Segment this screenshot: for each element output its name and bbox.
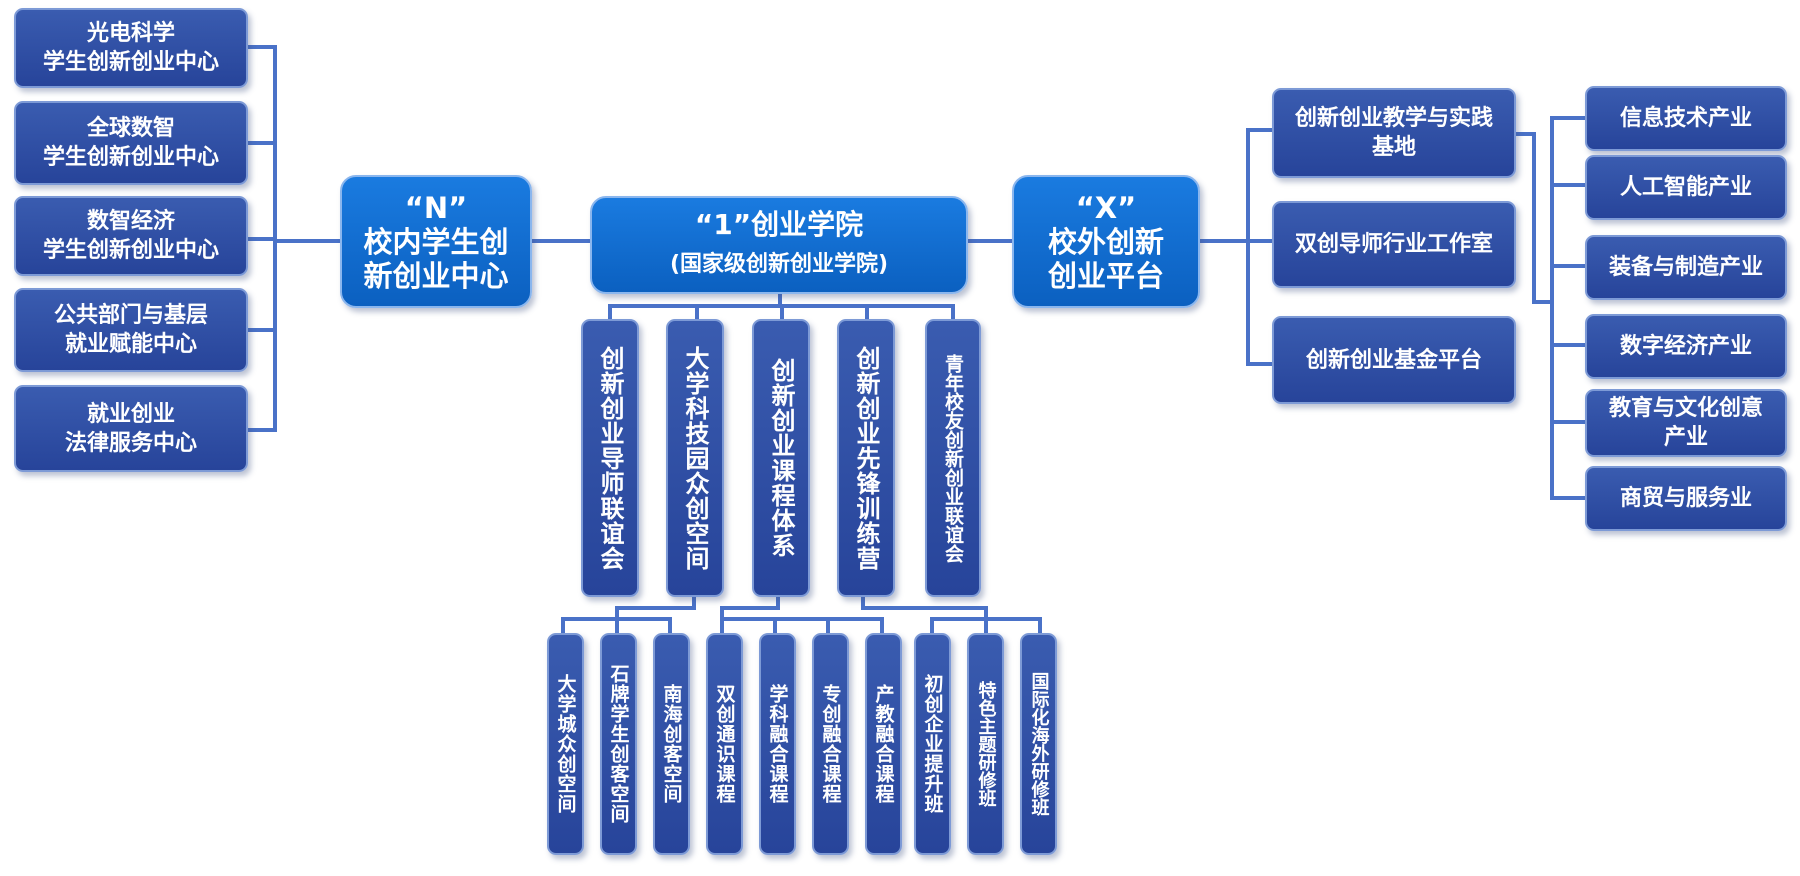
node-n-line3: 新创业中心 xyxy=(363,258,509,293)
industry-ai: 人工智能产业 xyxy=(1585,155,1787,220)
node-x-platform: “X”校外创新创业平台 xyxy=(1012,175,1200,308)
left-item-public-sector: 公共部门与基层就业赋能中心 xyxy=(14,288,248,372)
sub-item-general-course: 双创通识课程 xyxy=(706,633,743,855)
industry-manufacturing: 装备与制造产业 xyxy=(1585,235,1787,300)
node-x-line3: 创业平台 xyxy=(1047,258,1164,293)
sub-item-label: 南海创客空间 xyxy=(660,684,683,804)
sub-item-startup-class: 初创企业提升班 xyxy=(914,633,951,855)
sub-item-university-town-space: 大学城众创空间 xyxy=(547,633,584,855)
platform-line2: 基地 xyxy=(1371,135,1416,160)
left-item-line2: 学生创新创业中心 xyxy=(42,145,219,170)
platform-line1: 双创导师行业工作室 xyxy=(1294,232,1493,257)
platform-line1: 创新创业基金平台 xyxy=(1305,347,1482,373)
platform-teaching-practice-base: 创新创业教学与实践基地 xyxy=(1272,88,1516,178)
sub-item-specialty-course: 专创融合课程 xyxy=(812,633,849,855)
pillar-course-system: 创新创业课程体系 xyxy=(752,319,810,597)
industry-education-culture: 教育与文化创意产业 xyxy=(1585,389,1787,457)
industry-line1: 数字经济产业 xyxy=(1619,334,1752,359)
sub-item-theme-seminar: 特色主题研修班 xyxy=(967,633,1004,855)
node-x-line1: “X” xyxy=(1075,190,1137,225)
left-item-line2: 法律服务中心 xyxy=(64,430,197,456)
left-item-line2: 学生创新创业中心 xyxy=(42,238,219,263)
platform-line1: 创新创业教学与实践 xyxy=(1294,106,1493,131)
platform-mentor-studio: 双创导师行业工作室 xyxy=(1272,201,1516,288)
node-x-line2: 校外创新 xyxy=(1047,224,1164,259)
pillar-alumni-association: 青年校友创新创业联谊会 xyxy=(925,319,981,597)
industry-line1: 人工智能产业 xyxy=(1619,175,1752,200)
left-item-legal-service: 就业创业法律服务中心 xyxy=(14,385,248,472)
sub-item-label: 学科融合课程 xyxy=(766,684,789,804)
industry-line2: 产业 xyxy=(1663,425,1708,450)
node-n-line2: 校内学生创 xyxy=(363,224,509,259)
left-item-line1: 公共部门与基层 xyxy=(53,303,208,328)
left-item-line1: 就业创业 xyxy=(86,401,175,427)
node-1-academy: “1”创业学院 (国家级创新创业学院) xyxy=(590,196,968,294)
left-item-optoelectronic: 光电科学学生创新创业中心 xyxy=(14,8,248,88)
sub-item-overseas-seminar: 国际化海外研修班 xyxy=(1020,633,1057,855)
sub-item-label: 石牌学生创客空间 xyxy=(607,664,630,824)
sub-item-label: 产教融合课程 xyxy=(872,684,895,804)
left-item-line1: 数智经济 xyxy=(86,209,175,234)
pillar-science-park: 大学科技园众创空间 xyxy=(666,319,724,597)
industry-it: 信息技术产业 xyxy=(1585,86,1787,151)
left-item-line2: 就业赋能中心 xyxy=(64,332,197,357)
sub-item-label: 大学城众创空间 xyxy=(554,674,577,814)
node-n-center: “N”校内学生创新创业中心 xyxy=(340,175,532,308)
industry-line1: 商贸与服务业 xyxy=(1619,486,1752,511)
node-1-subtitle: (国家级创新创业学院) xyxy=(669,252,889,277)
sub-item-nanhai-maker-space: 南海创客空间 xyxy=(653,633,690,855)
sub-item-industry-course: 产教融合课程 xyxy=(865,633,902,855)
industry-digital-economy: 数字经济产业 xyxy=(1585,314,1787,379)
pillar-label: 创新创业先锋训练营 xyxy=(852,345,880,571)
industry-line1: 装备与制造产业 xyxy=(1608,255,1763,280)
node-n-line1: “N” xyxy=(404,190,468,225)
sub-item-label: 特色主题研修班 xyxy=(975,681,997,807)
pillar-mentor-association: 创新创业导师联谊会 xyxy=(581,319,639,597)
pillar-label: 创新创业课程体系 xyxy=(767,358,795,558)
left-item-line1: 光电科学 xyxy=(86,21,175,46)
left-item-global-digital: 全球数智学生创新创业中心 xyxy=(14,101,248,185)
sub-item-label: 双创通识课程 xyxy=(713,684,736,804)
left-item-line2: 学生创新创业中心 xyxy=(42,50,219,75)
platform-fund: 创新创业基金平台 xyxy=(1272,316,1516,404)
sub-item-interdisciplinary-course: 学科融合课程 xyxy=(759,633,796,855)
pillar-label: 大学科技园众创空间 xyxy=(681,345,709,571)
node-1-title: “1”创业学院 xyxy=(694,208,864,241)
pillar-pioneer-camp: 创新创业先锋训练营 xyxy=(837,319,895,597)
left-item-digital-economy: 数智经济学生创新创业中心 xyxy=(14,196,248,276)
pillar-label: 青年校友创新创业联谊会 xyxy=(942,353,964,563)
industry-line1: 教育与文化创意 xyxy=(1608,396,1763,421)
industry-line1: 信息技术产业 xyxy=(1619,106,1752,131)
pillar-label: 创新创业导师联谊会 xyxy=(596,345,624,571)
sub-item-label: 初创企业提升班 xyxy=(921,674,944,814)
sub-item-label: 专创融合课程 xyxy=(819,684,842,804)
left-item-line1: 全球数智 xyxy=(86,116,175,141)
sub-item-label: 国际化海外研修班 xyxy=(1028,672,1050,816)
industry-commerce-service: 商贸与服务业 xyxy=(1585,466,1787,531)
sub-item-shipai-maker-space: 石牌学生创客空间 xyxy=(600,633,637,855)
